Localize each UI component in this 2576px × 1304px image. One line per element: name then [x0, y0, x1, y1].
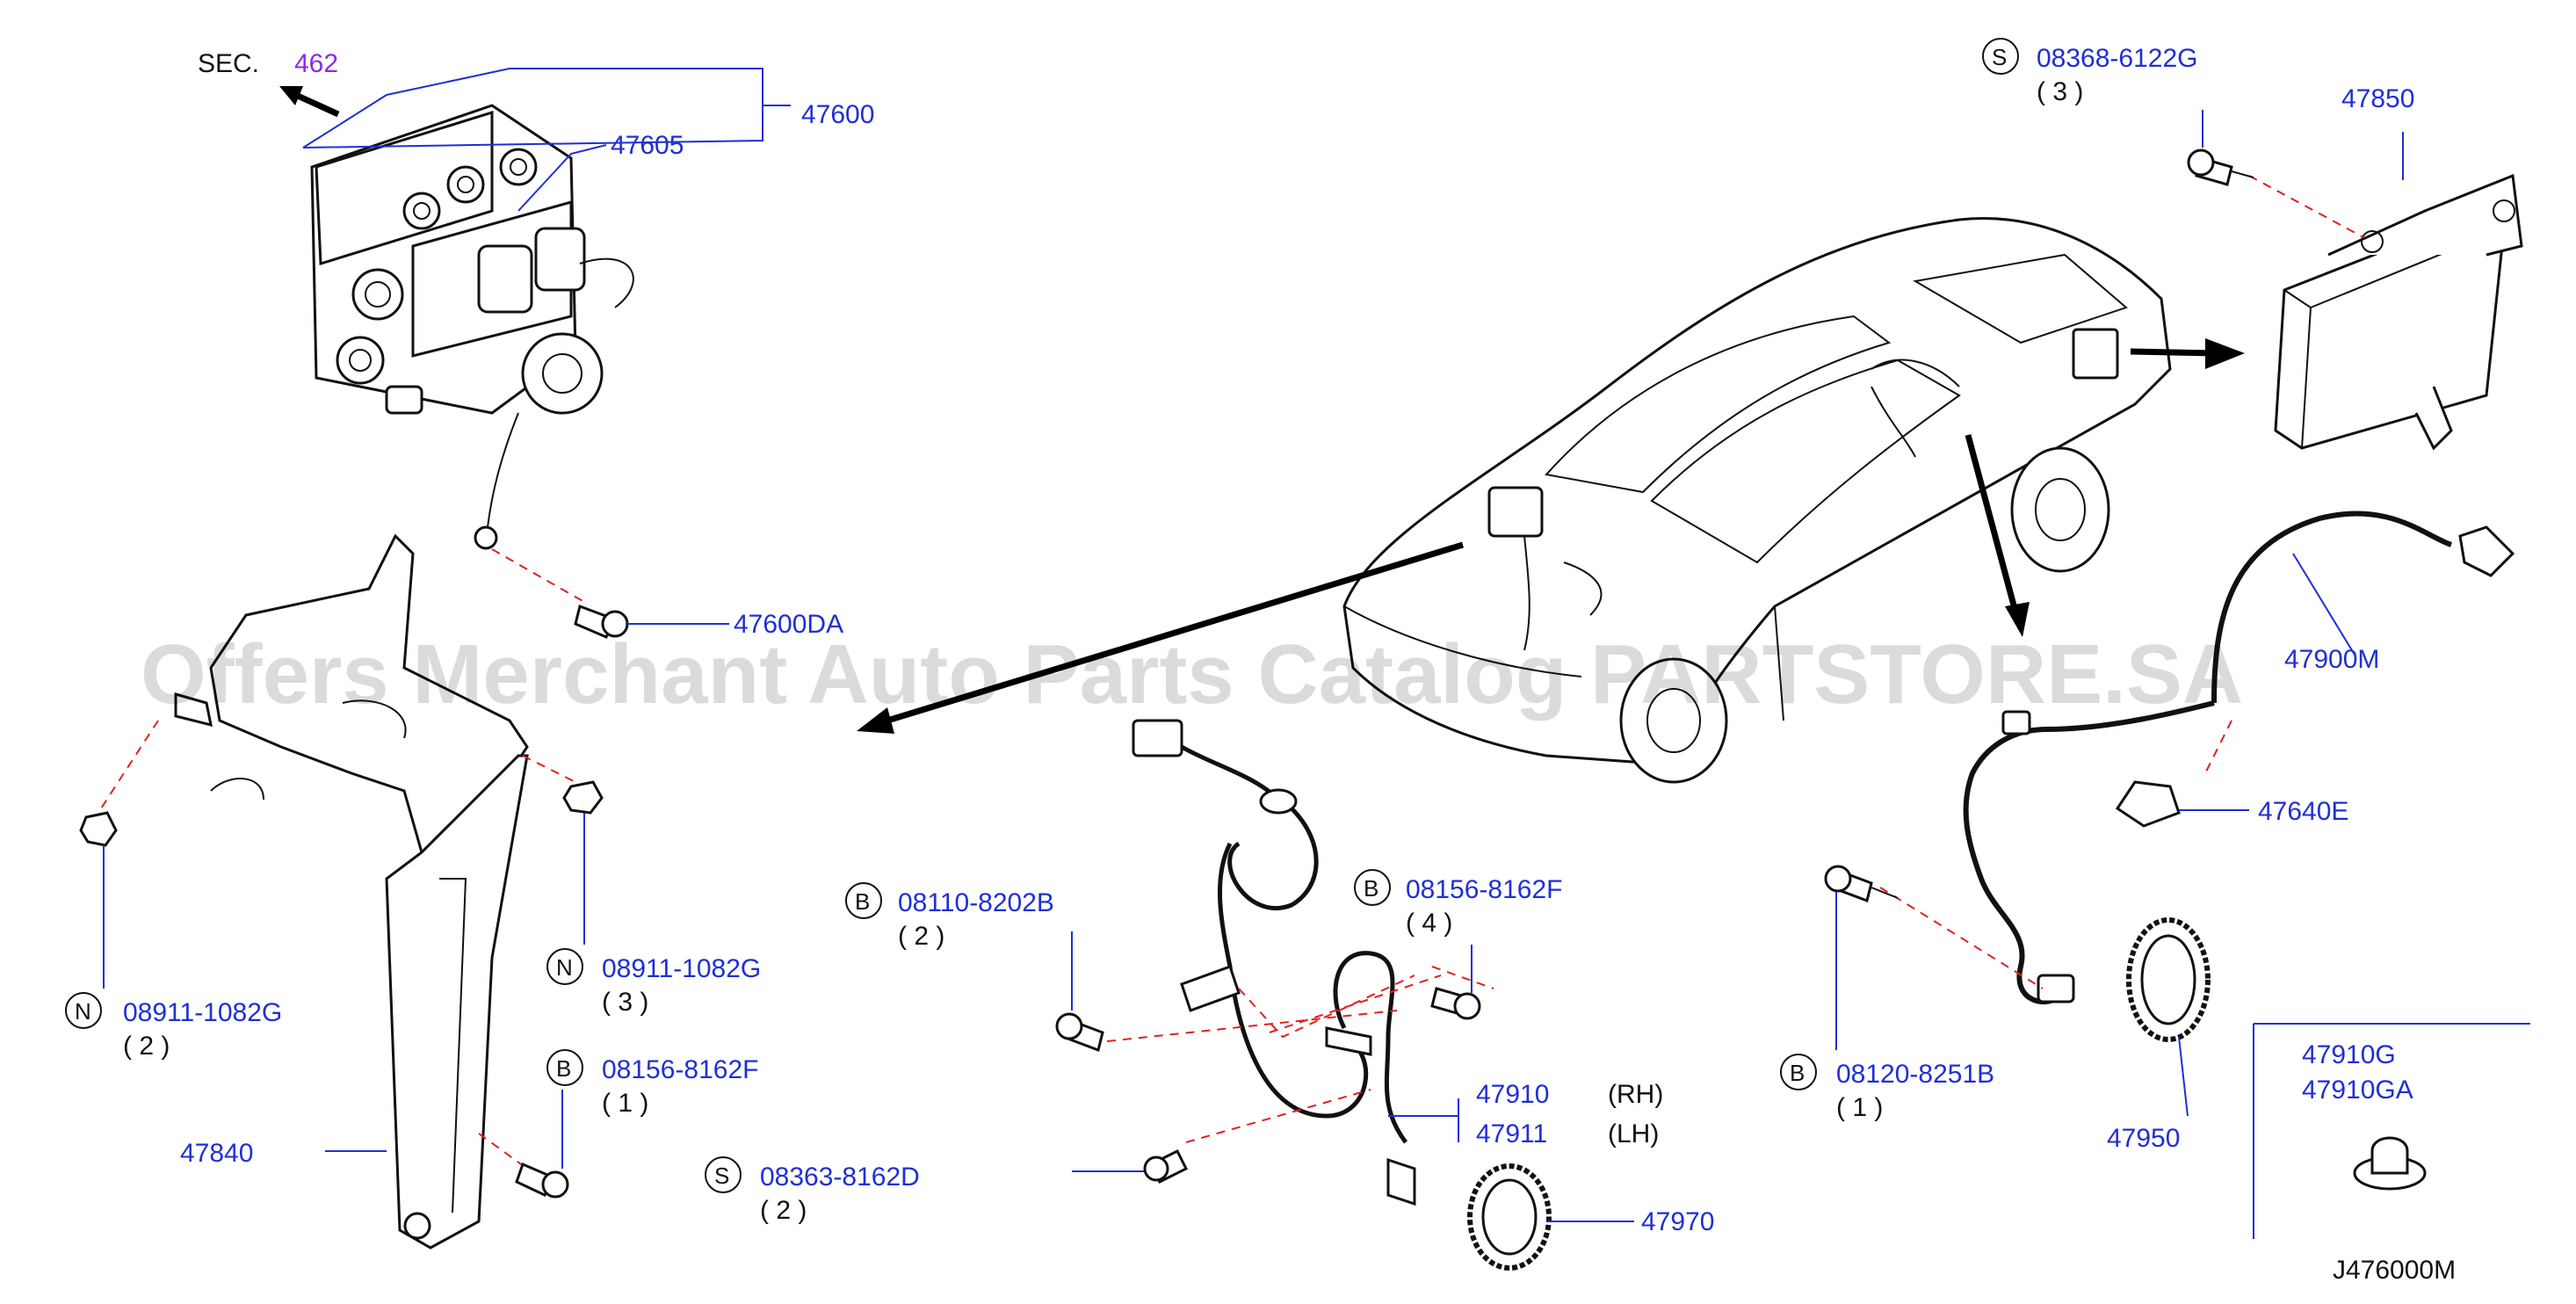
fastener-qty-08156-b: ( 4 ) [1406, 909, 1452, 938]
fastener-code-08156-b[interactable]: 08156-8162F [1406, 875, 1562, 904]
bolt-08120 [1824, 865, 1899, 902]
watermark-text: Offers Merchant Auto Parts Catalog PARTS… [141, 627, 2243, 721]
abs-actuator-drawing [279, 86, 634, 550]
fastener-letter-s-a: S [1992, 44, 2007, 70]
label-47970[interactable]: 47970 [1641, 1207, 1714, 1236]
label-47900M[interactable]: 47900M [2284, 645, 2379, 674]
nut-08911-a [79, 811, 118, 847]
fastener-qty-08156-a: ( 1 ) [602, 1089, 648, 1118]
nut-08911-b [562, 780, 604, 815]
fastener-code-08120[interactable]: 08120-8251B [1836, 1060, 1994, 1089]
bolt-08368 [2187, 149, 2254, 186]
bolt-47600DA [574, 605, 629, 639]
fastener-code-08911-b[interactable]: 08911-1082G [602, 954, 761, 983]
fastener-letter-b-a: B [556, 1055, 571, 1082]
fastener-code-08110[interactable]: 08110-8202B [898, 888, 1054, 917]
fastener-symbol-n-b [546, 948, 583, 985]
fastener-letter-s-b: S [714, 1163, 729, 1189]
rear-sensor-harness-drawing [1963, 511, 2515, 1004]
label-47600DA[interactable]: 47600DA [734, 610, 843, 639]
label-rh: (RH) [1608, 1080, 1663, 1109]
fastener-letter-b-d: B [1790, 1060, 1805, 1086]
sensor-rotor-47950 [2126, 917, 2211, 1042]
fastener-symbol-n-a [65, 992, 102, 1029]
fastener-qty-08368: ( 3 ) [2037, 77, 2083, 106]
fastener-code-08156-a[interactable]: 08156-8162F [602, 1055, 758, 1084]
control-unit-47850-drawing [2274, 173, 2523, 451]
fastener-symbol-b-c [1354, 869, 1391, 906]
fastener-symbol-s-b [705, 1156, 742, 1193]
label-47640E[interactable]: 47640E [2258, 797, 2348, 826]
sensor-rotor-47970 [1467, 1163, 1552, 1271]
bracket-47840-drawing [174, 533, 529, 1250]
fastener-qty-08911-a: ( 2 ) [123, 1032, 170, 1061]
bolt-08156-b [1430, 987, 1481, 1020]
label-47950[interactable]: 47950 [2107, 1124, 2180, 1153]
label-47840[interactable]: 47840 [180, 1139, 253, 1168]
fastener-qty-08911-b: ( 3 ) [602, 988, 648, 1017]
fastener-symbol-s-a [1982, 38, 2019, 75]
fastener-code-08911-a[interactable]: 08911-1082G [123, 998, 282, 1027]
fastener-qty-08363: ( 2 ) [760, 1196, 807, 1225]
label-47910[interactable]: 47910 [1476, 1080, 1549, 1109]
bolt-08110 [1055, 1012, 1104, 1052]
sec-prefix: SEC. [198, 49, 259, 78]
bolt-08363 [1143, 1148, 1189, 1184]
label-47600[interactable]: 47600 [801, 100, 874, 129]
fastener-symbol-b-b [845, 882, 882, 919]
label-47850[interactable]: 47850 [2341, 84, 2414, 113]
fastener-symbol-b-d [1780, 1054, 1817, 1090]
label-lh: (LH) [1608, 1119, 1659, 1148]
vehicle-drawing [857, 216, 2245, 784]
fastener-letter-n-b: N [556, 954, 573, 981]
label-47605[interactable]: 47605 [611, 131, 684, 160]
fastener-qty-08120: ( 1 ) [1836, 1093, 1883, 1122]
label-47910GA[interactable]: 47910GA [2302, 1076, 2413, 1105]
fastener-letter-b-c: B [1364, 875, 1378, 902]
label-47910G[interactable]: 47910G [2302, 1040, 2396, 1069]
fastener-qty-08110: ( 2 ) [898, 922, 944, 951]
bolt-08156-a [515, 1162, 569, 1199]
fastener-code-08363[interactable]: 08363-8162D [760, 1163, 920, 1192]
fastener-letter-n-a: N [75, 998, 91, 1025]
label-47911[interactable]: 47911 [1476, 1119, 1547, 1148]
fastener-letter-b-b: B [855, 888, 870, 915]
fastener-symbol-b-a [546, 1049, 583, 1086]
sec-number-link[interactable]: 462 [294, 49, 338, 78]
clip-47910G [2353, 1136, 2427, 1191]
front-sensor-harness-drawing [1132, 719, 1416, 1206]
drawing-code: J476000M [2333, 1256, 2456, 1285]
fastener-code-08368[interactable]: 08368-6122G [2037, 44, 2198, 73]
